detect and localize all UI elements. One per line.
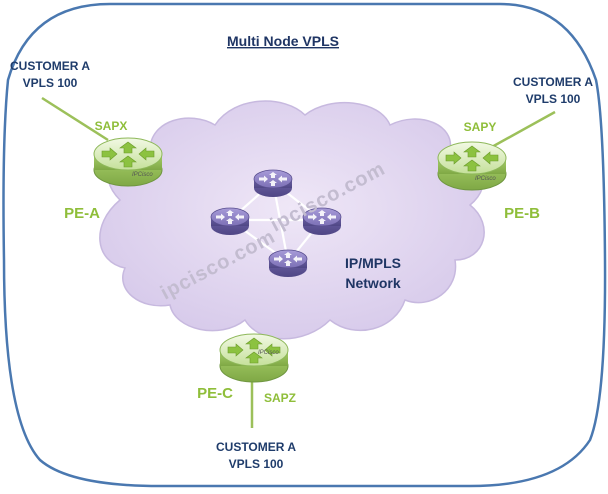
customer-a3-line1: CUSTOMER A bbox=[216, 440, 296, 454]
pe-router-a bbox=[93, 137, 163, 187]
pe-a-label: PE-A bbox=[64, 205, 100, 222]
sap-z-label: SAPZ bbox=[264, 391, 296, 405]
link-customer-a bbox=[41, 96, 109, 142]
sap-x-label: SAPX bbox=[95, 119, 128, 133]
core-router-left bbox=[210, 207, 250, 236]
sap-y-label: SAPY bbox=[464, 120, 497, 134]
customer-a1-line1: CUSTOMER A bbox=[10, 59, 90, 73]
pe-router-c bbox=[219, 333, 289, 383]
cloud-label-line1: IP/MPLS bbox=[345, 255, 401, 271]
pe-c-brand: IPCisco bbox=[258, 350, 279, 356]
customer-a2-line1: CUSTOMER A bbox=[513, 75, 593, 89]
customer-a2-line2: VPLS 100 bbox=[526, 92, 581, 106]
link-customer-b bbox=[489, 110, 556, 150]
pe-a-brand: IPCisco bbox=[132, 172, 153, 178]
cloud-label-line2: Network bbox=[345, 275, 400, 291]
page-title: Multi Node VPLS bbox=[227, 33, 339, 49]
pe-c-label: PE-C bbox=[197, 385, 233, 402]
pe-router-b bbox=[437, 141, 507, 191]
core-router-bottom bbox=[268, 249, 308, 278]
customer-a1-line2: VPLS 100 bbox=[23, 76, 78, 90]
pe-b-label: PE-B bbox=[504, 205, 540, 222]
pe-b-brand: IPCisco bbox=[475, 176, 496, 182]
customer-a3-line2: VPLS 100 bbox=[229, 457, 284, 471]
core-router-top bbox=[253, 169, 293, 198]
